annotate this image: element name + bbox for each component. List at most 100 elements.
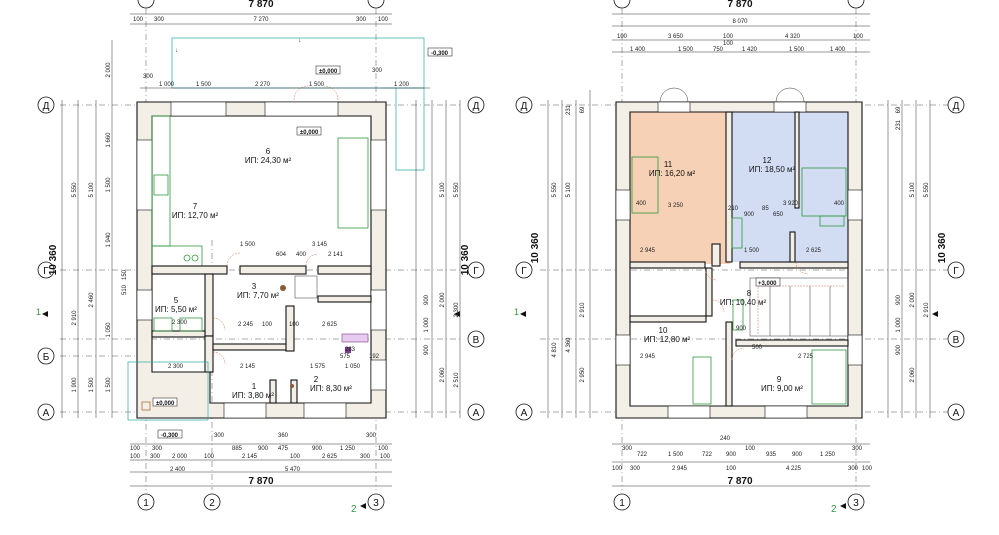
- svg-text:5 100: 5 100: [910, 182, 916, 198]
- svg-text:900: 900: [736, 326, 747, 332]
- svg-text:2: 2: [831, 504, 837, 515]
- svg-text:2 145: 2 145: [242, 454, 258, 460]
- svg-text:900: 900: [726, 452, 737, 458]
- svg-text:900: 900: [312, 446, 323, 452]
- svg-text:2 910: 2 910: [580, 302, 586, 318]
- svg-text:192: 192: [369, 354, 380, 360]
- svg-text:1 500: 1 500: [668, 452, 684, 458]
- svg-text:5 550: 5 550: [552, 182, 558, 198]
- svg-text:2 945: 2 945: [640, 248, 656, 254]
- svg-text:100: 100: [723, 41, 734, 47]
- svg-text:1 500: 1 500: [744, 248, 760, 254]
- svg-text:2 510: 2 510: [454, 372, 460, 388]
- svg-text:360: 360: [278, 433, 289, 439]
- svg-text:Д: Д: [43, 101, 50, 112]
- svg-text:100: 100: [262, 322, 273, 328]
- svg-text:4 225: 4 225: [786, 466, 802, 472]
- svg-text:750: 750: [713, 47, 724, 53]
- svg-text:300: 300: [154, 17, 165, 23]
- svg-text:1 500: 1 500: [240, 242, 256, 248]
- svg-text:1 500: 1 500: [106, 377, 112, 393]
- svg-text:7 870: 7 870: [248, 476, 273, 487]
- svg-text:4 360: 4 360: [566, 337, 572, 353]
- svg-text:100: 100: [853, 34, 864, 40]
- svg-text:100: 100: [289, 322, 300, 328]
- svg-text:1 420: 1 420: [742, 47, 758, 53]
- svg-text:240: 240: [720, 436, 731, 442]
- svg-text:Б: Б: [43, 352, 50, 363]
- svg-text:100: 100: [204, 454, 215, 460]
- svg-text:1 500: 1 500: [678, 47, 694, 53]
- svg-text:100: 100: [290, 454, 301, 460]
- room-9-area: ИП: 9,00 м²: [761, 384, 803, 393]
- svg-text:А: А: [43, 408, 50, 419]
- svg-text:1 200: 1 200: [394, 82, 410, 88]
- svg-text:10 360: 10 360: [530, 232, 541, 263]
- svg-text:5 470: 5 470: [285, 467, 301, 473]
- svg-text:900: 900: [424, 294, 430, 305]
- svg-text:1 250: 1 250: [340, 446, 356, 452]
- svg-text:604: 604: [276, 252, 287, 258]
- svg-text:935: 935: [766, 452, 777, 458]
- svg-text:В: В: [953, 335, 960, 346]
- room-3-number: 3: [252, 282, 257, 291]
- svg-text:10 360: 10 360: [937, 232, 948, 263]
- axis-3-right: 3: [853, 498, 859, 509]
- room-7-area: ИП: 12,70 м²: [172, 211, 219, 220]
- svg-text:2 400: 2 400: [170, 467, 186, 473]
- ground-floor-plan: 7 870 100 300 7 270 300 100 ↓ ↓ -0,300 ±…: [36, 0, 485, 515]
- room-10-area: ИП: 12,80 м²: [644, 335, 691, 344]
- svg-text:3 250: 3 250: [668, 203, 684, 209]
- upper-floor-plan: 7 870 8 070 3 650 4 320 100 100 100 100 …: [514, 0, 965, 515]
- svg-text:1 575: 1 575: [310, 364, 326, 370]
- svg-text:2 000: 2 000: [440, 292, 446, 308]
- svg-text:900: 900: [258, 446, 269, 452]
- svg-text:3 920: 3 920: [783, 201, 799, 207]
- svg-text:1 900: 1 900: [72, 377, 78, 393]
- axis-1-left: 1: [143, 498, 149, 509]
- svg-text:Д: Д: [953, 101, 960, 112]
- svg-text:В: В: [473, 335, 480, 346]
- svg-text:300: 300: [630, 466, 641, 472]
- room-1-area: ИП: 3,80 м²: [232, 391, 274, 400]
- svg-text:5 100: 5 100: [89, 182, 95, 198]
- svg-text:Г: Г: [953, 266, 959, 277]
- room-6-area: ИП: 24,30 м²: [245, 156, 292, 165]
- svg-text:100: 100: [745, 446, 756, 452]
- svg-text:7 870: 7 870: [727, 0, 752, 10]
- svg-text:-0,300: -0,300: [431, 51, 449, 57]
- svg-text:2 300: 2 300: [168, 364, 184, 370]
- svg-text:Д: Д: [473, 101, 480, 112]
- room-7-number: 7: [193, 202, 198, 211]
- svg-text:100: 100: [378, 17, 389, 23]
- svg-text:1 400: 1 400: [830, 47, 846, 53]
- svg-text:1 500: 1 500: [309, 82, 325, 88]
- room-12-area: ИП: 18,50 м²: [749, 165, 796, 174]
- room-12-number: 12: [763, 156, 772, 165]
- svg-text:Г: Г: [43, 266, 49, 277]
- svg-text:3 145: 3 145: [312, 242, 328, 248]
- svg-text:1 500: 1 500: [196, 82, 212, 88]
- axis-1-right: 1: [619, 498, 625, 509]
- svg-text:2 141: 2 141: [328, 252, 344, 258]
- svg-text:900: 900: [896, 294, 902, 305]
- svg-text:400: 400: [296, 252, 307, 258]
- svg-text:5 100: 5 100: [566, 182, 572, 198]
- svg-text:4 320: 4 320: [785, 34, 801, 40]
- svg-text:2 910: 2 910: [924, 302, 930, 318]
- svg-text:1 500: 1 500: [789, 47, 805, 53]
- svg-text:150: 150: [122, 269, 128, 280]
- svg-text:1 500: 1 500: [106, 177, 112, 193]
- svg-text:100: 100: [723, 34, 734, 40]
- svg-text:±0,000: ±0,000: [156, 401, 175, 407]
- svg-text:8 070: 8 070: [732, 19, 748, 25]
- svg-text:1: 1: [514, 307, 519, 317]
- svg-text:2 000: 2 000: [106, 62, 112, 78]
- room-2-number: 2: [314, 375, 319, 384]
- svg-text:10 360: 10 360: [460, 244, 471, 275]
- svg-text:5 550: 5 550: [924, 182, 930, 198]
- room-11-number: 11: [664, 160, 673, 169]
- svg-text:100: 100: [130, 454, 141, 460]
- svg-text:2 000: 2 000: [172, 454, 188, 460]
